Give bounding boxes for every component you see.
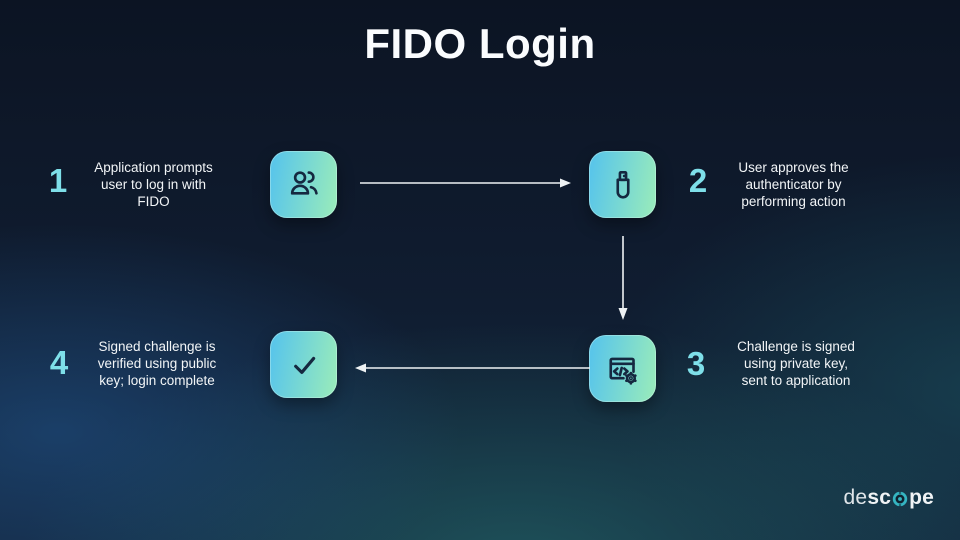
page-title: FIDO Login — [364, 20, 596, 67]
step-2-tile — [589, 151, 656, 218]
step-2-line-1: User approves the — [738, 160, 849, 175]
step-2-line-2: authenticator by — [745, 177, 842, 192]
logo-text-sc: sc — [867, 486, 892, 509]
logo-text-pe: pe — [909, 486, 934, 509]
step-3-line-1: Challenge is signed — [737, 339, 855, 354]
step-1-line-3: FIDO — [137, 194, 170, 209]
check-icon — [293, 356, 315, 374]
step-1-number: 1 — [48, 162, 68, 199]
descope-logo-mark-icon — [892, 491, 908, 507]
step-1-tile — [270, 151, 337, 218]
step-2-text: User approves the authenticator by perfo… — [722, 159, 865, 210]
step-4-tile — [270, 331, 337, 398]
usb-drive-icon — [615, 170, 630, 198]
step-1-text: Application prompts user to log in with … — [82, 159, 225, 210]
arrow-step3-to-step4 — [355, 363, 590, 373]
step-1-line-2: user to log in with — [100, 177, 207, 192]
step-3-number: 3 — [686, 345, 706, 382]
step-3-tile — [589, 335, 656, 402]
step-2-line-3: performing action — [741, 194, 846, 209]
step-2-number: 2 — [688, 162, 708, 199]
code-window-gear-icon — [608, 357, 637, 385]
step-3-line-3: sent to application — [741, 373, 851, 388]
arrow-step2-to-step3 — [618, 236, 628, 320]
users-icon — [290, 170, 318, 195]
step-4-number: 4 — [49, 344, 69, 381]
step-1-line-1: Application prompts — [94, 160, 213, 175]
logo-text-de: de — [843, 486, 868, 509]
step-3-text: Challenge is signed using private key, s… — [723, 338, 869, 389]
step-4-line-1: Signed challenge is — [98, 339, 216, 354]
step-4-text: Signed challenge is verified using publi… — [85, 338, 229, 389]
arrow-step1-to-step2 — [360, 178, 571, 188]
step-4-line-3: key; login complete — [99, 373, 215, 388]
step-3-line-2: using private key, — [743, 356, 849, 371]
step-4-line-2: verified using public — [97, 356, 217, 371]
